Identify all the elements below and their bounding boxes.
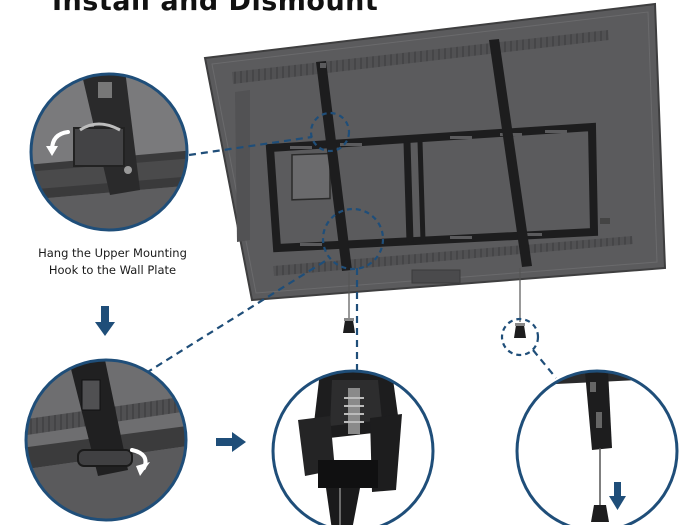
connector-lines — [145, 135, 557, 379]
release-cord-left — [343, 272, 355, 333]
zoom-pull-cord — [515, 369, 679, 525]
side-vent — [235, 90, 250, 242]
tv-port — [411, 269, 461, 284]
curved-arrow-icon — [46, 130, 70, 156]
lower-hook-highlight — [321, 207, 385, 271]
upper-hook-highlight — [309, 111, 351, 153]
curved-arrow-icon — [130, 448, 150, 476]
caption-line-1: Hang the Upper Mounting — [38, 246, 187, 260]
release-cord-right — [514, 268, 526, 338]
zoom-upper-hook — [29, 72, 189, 232]
tv-arm-right — [489, 39, 532, 267]
diagram-title: Install and Dismount — [52, 0, 379, 17]
bracket-label — [291, 152, 331, 201]
tv-screw-hole — [600, 218, 610, 224]
arrow-down-icon — [609, 482, 626, 510]
zoom-lower-hook — [24, 358, 188, 522]
caption-line-2: Hook to the Wall Plate — [48, 263, 177, 277]
cord-highlight — [500, 317, 540, 357]
arrow-right-icon — [216, 432, 246, 452]
step-caption: Hang the Upper Mounting Hook to the Wall… — [20, 245, 205, 279]
arrow-down-icon — [95, 306, 115, 336]
bottom-vent — [273, 236, 633, 276]
zoom-lock-mechanism — [271, 369, 435, 525]
